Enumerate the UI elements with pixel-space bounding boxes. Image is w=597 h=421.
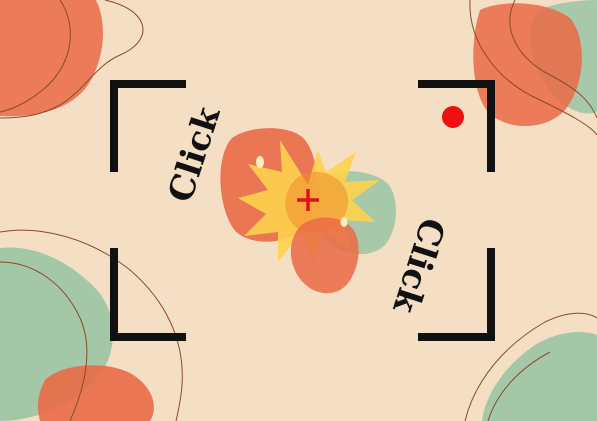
top-right-line-decoration bbox=[509, 0, 597, 119]
top-right-orange-blob bbox=[473, 3, 582, 126]
top-left-line-decoration bbox=[0, 0, 71, 113]
bottom-left-orange-blob bbox=[37, 365, 154, 421]
frame-corner-top-right bbox=[418, 80, 495, 172]
crosshair-icon[interactable] bbox=[297, 189, 319, 211]
bottom-right-line-decoration-2 bbox=[487, 351, 551, 421]
frame-corner-bottom-right bbox=[418, 248, 495, 341]
bottom-left-line-decoration bbox=[0, 229, 183, 421]
top-right-line-decoration-2 bbox=[469, 0, 597, 136]
top-left-orange-blob bbox=[0, 0, 103, 117]
bottom-right-green-blob bbox=[482, 332, 597, 421]
center-lower-orange-blob bbox=[290, 217, 359, 294]
center-highlight bbox=[256, 156, 264, 168]
frame-corner-bottom-left bbox=[110, 248, 186, 341]
center-highlight-2 bbox=[340, 217, 348, 227]
top-left-line-decoration-2 bbox=[0, 0, 144, 119]
bottom-right-line-decoration bbox=[464, 312, 597, 421]
center-orange-burst-overlay bbox=[285, 171, 349, 233]
frame-corner-top-left bbox=[110, 80, 186, 172]
record-dot-icon bbox=[442, 106, 464, 128]
bottom-left-line-decoration-2 bbox=[0, 261, 88, 421]
